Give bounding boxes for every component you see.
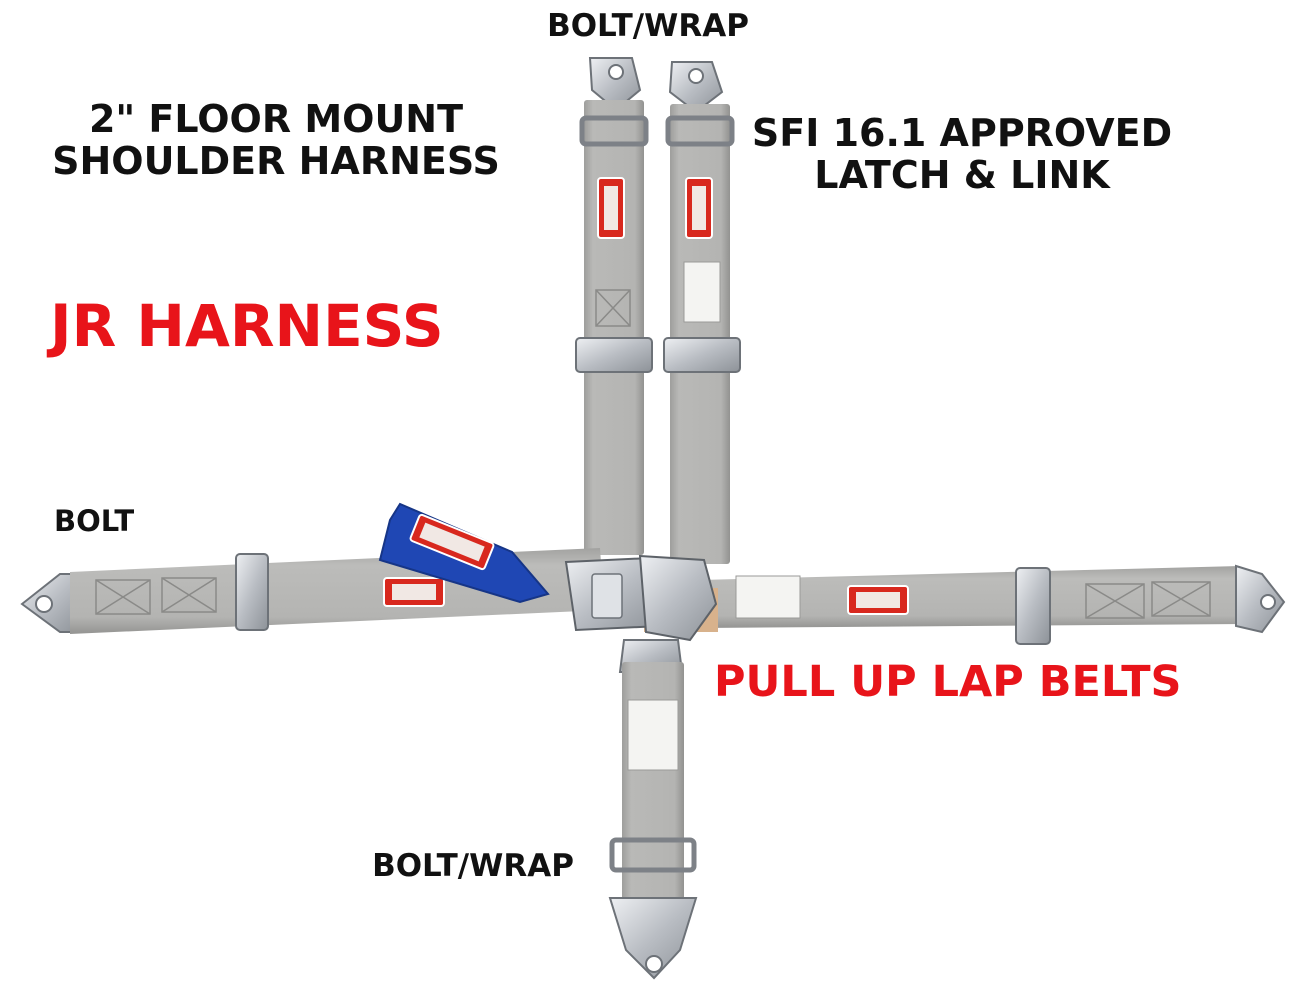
right-lap-belt	[700, 564, 1286, 645]
floor-mount-line1: 2" FLOOR MOUNT	[88, 97, 464, 141]
sfi-line1: SFI 16.1 APPROVED	[751, 111, 1173, 155]
latch-buckle	[564, 554, 718, 642]
floor-mount-line2: SHOULDER HARNESS	[52, 139, 500, 183]
bolt-wrap-top-label: BOLT/WRAP	[547, 8, 749, 44]
bolt-left-label: BOLT	[54, 504, 135, 538]
sfi-line2: LATCH & LINK	[814, 153, 1110, 197]
jr-harness-label: JR HARNESS	[50, 292, 444, 360]
right-shoulder-strap	[663, 61, 741, 564]
left-shoulder-strap	[575, 57, 653, 555]
blue-pull-tab	[378, 502, 550, 604]
pull-up-lap-belts-label: PULL UP LAP BELTS	[714, 657, 1182, 707]
bolt-wrap-bottom-label: BOLT/WRAP	[372, 848, 574, 884]
sub-strap	[608, 639, 698, 980]
